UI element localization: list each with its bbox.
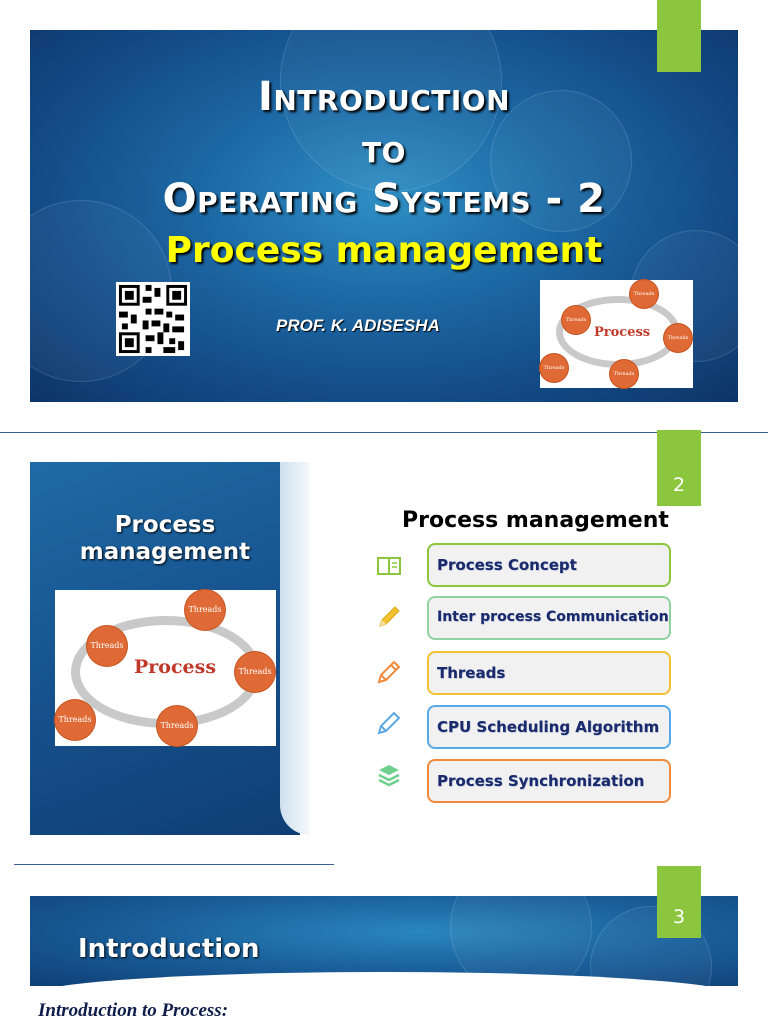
slide-separator (14, 864, 334, 865)
item-threads: Threads (427, 651, 671, 695)
thread-node: Threads (562, 306, 590, 334)
item-cpu-scheduling-algorithm: CPU Scheduling Algorithm (427, 705, 671, 749)
qr-code-icon (116, 282, 190, 356)
slide-3-title: Introduction (78, 934, 260, 964)
slide-2-left-title: Process management (79, 512, 251, 565)
slide-1-author: PROF. K. ADISESHA (276, 316, 440, 335)
slide-3-subtitle: Introduction to Process: (38, 1000, 229, 1021)
slide-2-page-number: 2 (657, 430, 701, 506)
pencil-icon (379, 606, 400, 627)
slide-1-title-line-3: Operating Systems - 2 (162, 176, 606, 222)
slide-1-accent-tab (657, 0, 701, 72)
process-diagram-center-label: Process (134, 656, 217, 678)
pen-outline-icon (377, 711, 401, 735)
thread-node: Threads (610, 360, 638, 388)
thread-node: Threads (157, 706, 197, 746)
slide-1-title-line-1: Introduction (257, 74, 511, 120)
slide-1-subtitle: Process management (165, 230, 603, 271)
thread-node: Threads (87, 626, 127, 666)
stack-icon (378, 765, 400, 787)
thread-node: Threads (185, 590, 225, 630)
thread-node: Threads (630, 280, 658, 308)
item-inter-process-communication: Inter process Communication (427, 596, 671, 640)
slide-2-swoosh (280, 462, 310, 835)
item-process-concept: Process Concept (427, 543, 671, 587)
thread-node: Threads (235, 652, 275, 692)
slide-2-heading: Process management (402, 508, 669, 533)
slide-1: Introduction to Operating Systems - 2 Pr… (30, 30, 738, 402)
book-icon (377, 557, 401, 575)
slide-separator (0, 432, 768, 433)
process-diagram: Process Threads Threads Threads Threads … (55, 590, 276, 746)
thread-node: Threads (540, 354, 568, 382)
slide-2-left-panel: Process management Process Threads Threa… (30, 462, 300, 835)
pen-icon (377, 660, 401, 684)
process-diagram: Process Threads Threads Threads Threads … (540, 280, 693, 388)
item-process-synchronization: Process Synchronization (427, 759, 671, 803)
thread-node: Threads (55, 700, 95, 740)
thread-node: Threads (664, 324, 692, 352)
slide-1-title-line-2: to (362, 126, 406, 172)
slide-3-page-number: 3 (657, 866, 701, 938)
process-diagram-center-label: Process (594, 325, 651, 340)
